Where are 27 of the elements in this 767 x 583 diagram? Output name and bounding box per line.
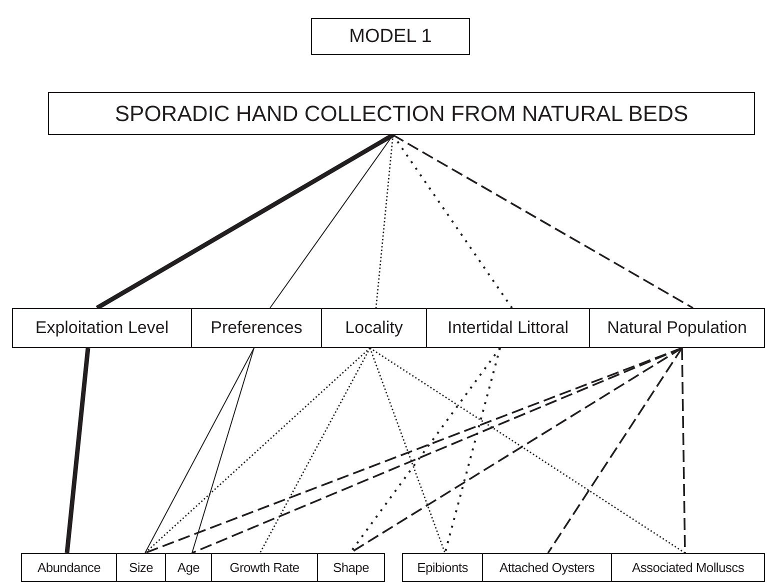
category-cell: Intertidal Littoral (427, 308, 590, 348)
category-cell: Attached Oysters (483, 553, 612, 582)
model-title-box: MODEL 1 (311, 18, 470, 55)
category-cell: Locality (322, 308, 427, 348)
category-cell: Size (117, 553, 166, 582)
connector-line (547, 348, 683, 554)
category-cell: Age (166, 553, 212, 582)
category-cell: Growth Rate (212, 553, 318, 582)
category-cell: SPORADIC HAND COLLECTION FROM NATURAL BEDS (48, 92, 755, 135)
connector-line (259, 348, 371, 554)
connector-line (144, 348, 254, 554)
category-cell: Preferences (192, 308, 322, 348)
category-cell: Abundance (21, 553, 117, 582)
connector-line (681, 348, 686, 554)
category-cell: Exploitation Level (12, 308, 192, 348)
connector-line (392, 134, 694, 309)
category-cell: Shape (318, 553, 385, 582)
category-cell: Natural Population (590, 308, 765, 348)
connector-line (144, 347, 370, 554)
category-cell: Associated Molluscs (612, 553, 765, 582)
connector-line (444, 348, 501, 554)
category-cell: Epibionts (402, 553, 483, 582)
connector-line (392, 134, 513, 309)
connector-line (192, 348, 254, 554)
connector-line (64, 348, 90, 554)
connector-line (369, 348, 446, 554)
connector-line (96, 133, 394, 310)
